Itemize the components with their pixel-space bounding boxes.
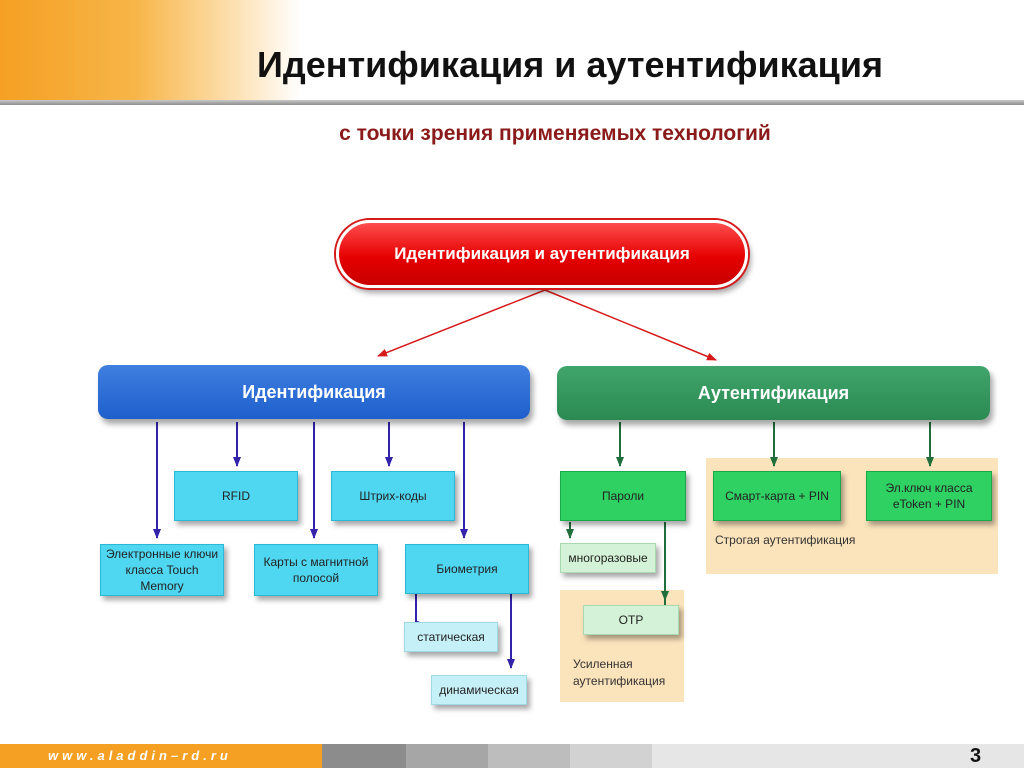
barcodes-box: Штрих-коды [331,471,455,521]
static-biometry-box: статическая [404,622,498,652]
footer-url: www.aladdin–rd.ru [48,748,232,763]
smartcard-pin-box: Смарт-карта + PIN [713,471,841,521]
identification-node: Идентификация [98,365,530,419]
reusable-passwords-box: многоразовые [560,543,656,573]
page-title: Идентификация и аутентификация [257,44,883,85]
footer-bar [0,744,322,768]
rfid-box: RFID [174,471,298,521]
footer-segment [652,744,1024,768]
footer-segment [570,744,652,768]
magnetic-cards-box: Карты с магнитной полосой [254,544,378,596]
header-rule [0,100,1024,105]
otp-box: OTP [583,605,679,635]
footer-segment [322,744,406,768]
touch-memory-box: Электронные ключи класса Touch Memory [100,544,224,596]
enhanced-auth-label: Усиленная аутентификация [573,657,666,689]
footer-segment [488,744,570,768]
root-node: Идентификация и аутентификация [336,220,748,288]
header-accent-bar [0,0,300,102]
dynamic-biometry-box: динамическая [431,675,527,705]
strong-auth-label: Строгая аутентификация [715,533,856,547]
authentication-node: Аутентификация [557,366,990,420]
page-number: 3 [970,745,982,767]
biometry-box: Биометрия [405,544,529,594]
etoken-pin-box: Эл.ключ класса eToken + PIN [866,471,992,521]
footer-segment [406,744,488,768]
passwords-box: Пароли [560,471,686,521]
page-subtitle: с точки зрения применяемых технологий [339,122,771,145]
